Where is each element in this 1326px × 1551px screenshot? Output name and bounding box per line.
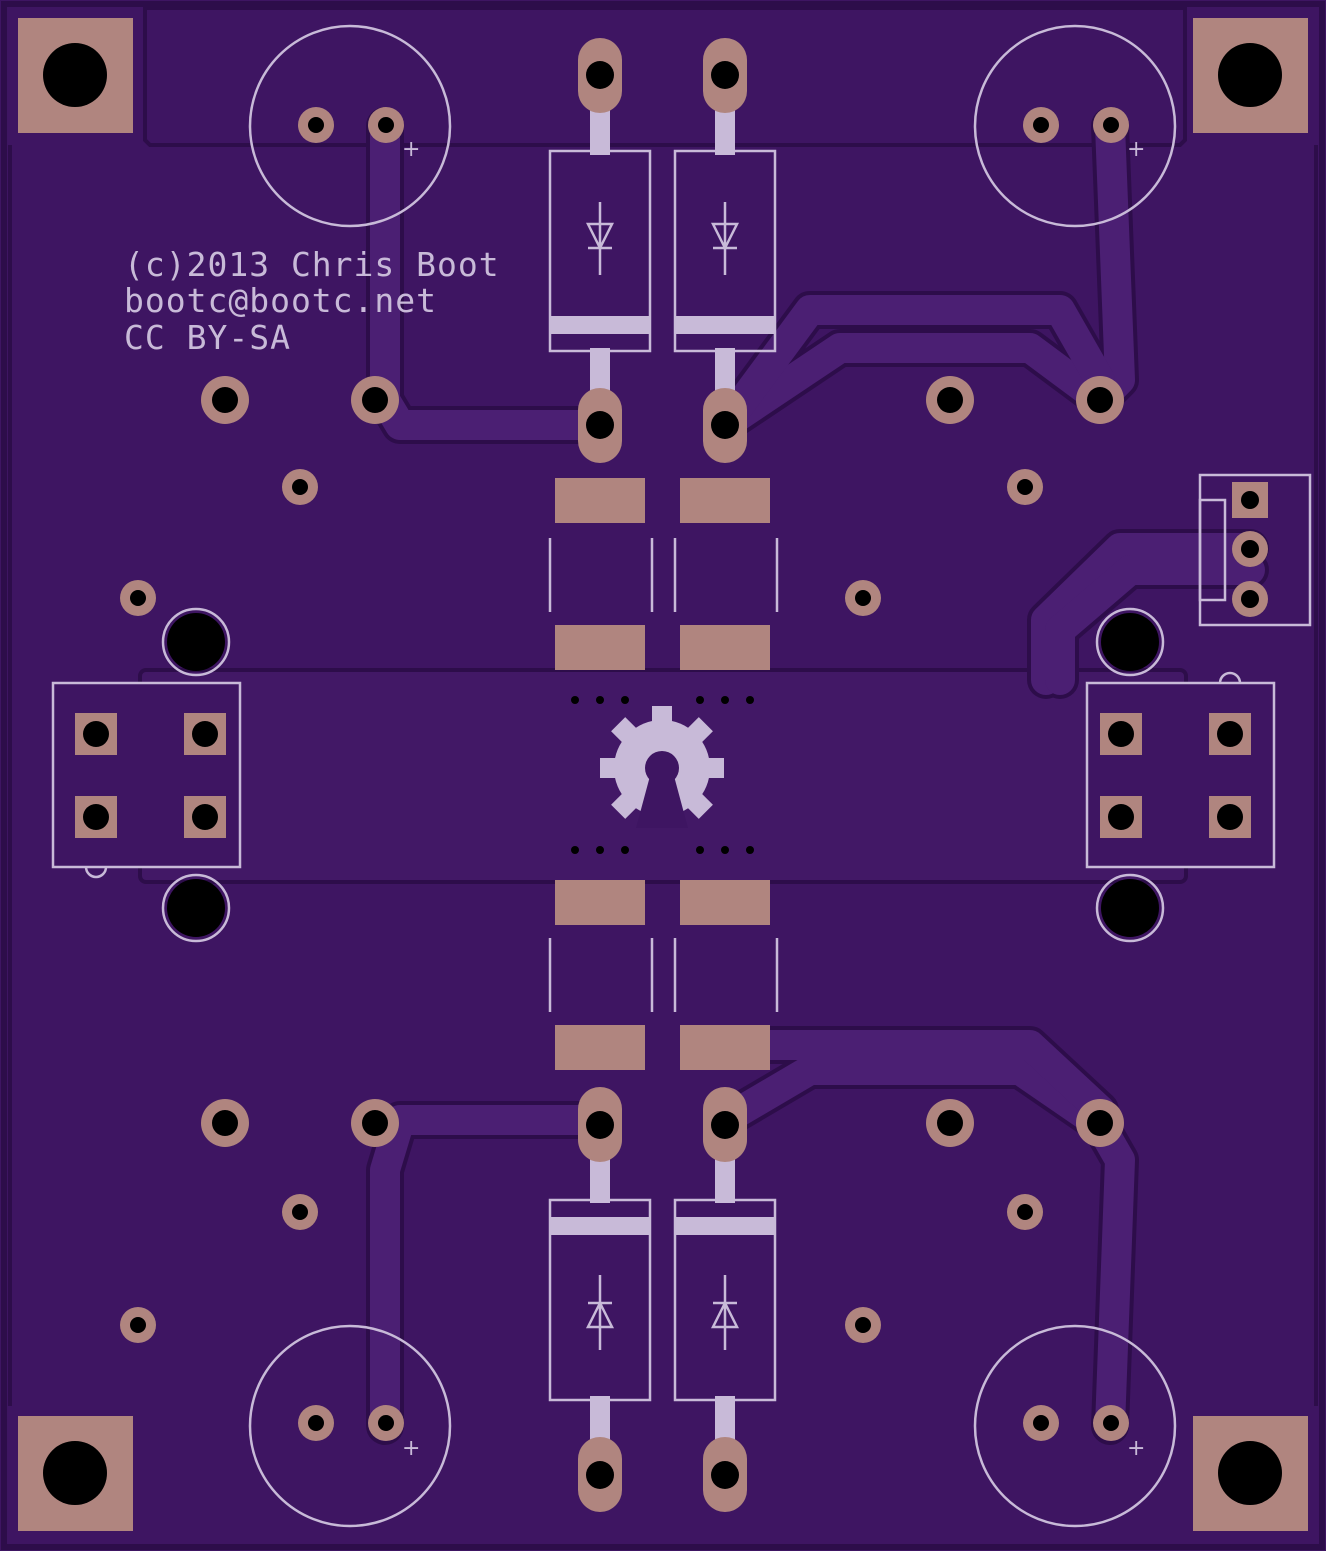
polarity-mark: +	[1127, 137, 1145, 162]
pad-small	[120, 580, 156, 616]
vias	[571, 696, 754, 854]
connector-mount-hole	[1095, 607, 1165, 677]
mounting-hole	[43, 43, 107, 107]
capacitors	[248, 24, 1177, 1528]
capacitor-outline	[248, 1324, 452, 1528]
pad-large	[201, 1099, 249, 1147]
connector-outline	[1085, 681, 1276, 869]
connector-outline	[51, 681, 242, 869]
diode-top-left	[548, 110, 652, 393]
smd-bottom-left	[548, 880, 654, 1070]
connector-mount-hole	[161, 607, 231, 677]
capacitor-polarity-marks: + + + +	[402, 137, 1145, 1461]
through-hole-pads	[120, 107, 1129, 1441]
pad-small	[1023, 1405, 1059, 1441]
copyright-line-2: bootc@bootc.net	[124, 281, 437, 320]
pad-small	[1007, 469, 1043, 505]
capacitor-outline	[973, 24, 1177, 228]
smd-bottom-right	[673, 880, 779, 1070]
pad-large	[351, 1099, 399, 1147]
diode-bottom-right	[673, 1158, 777, 1441]
connector-mount-hole	[1095, 873, 1165, 943]
copyright-line-3: CC BY-SA	[124, 318, 291, 357]
pad-small	[282, 469, 318, 505]
pad-large	[926, 1099, 974, 1147]
polarity-mark: +	[402, 1436, 420, 1461]
diode-bottom-left	[548, 1158, 652, 1441]
header-3pin	[1198, 473, 1312, 627]
smd-top-left	[548, 478, 654, 670]
smd-top-right	[673, 478, 779, 670]
pad-small	[298, 1405, 334, 1441]
mounting-holes	[18, 18, 1308, 1531]
mounting-hole	[43, 1441, 107, 1505]
polarity-mark: +	[402, 137, 420, 162]
capacitor-outline	[973, 1324, 1177, 1528]
oshw-logo-icon	[600, 706, 724, 828]
pad-small	[1093, 1405, 1129, 1441]
capacitor-outline	[248, 24, 452, 228]
connector-mount-hole	[161, 873, 231, 943]
pad-large	[201, 376, 249, 424]
pad-small	[368, 1405, 404, 1441]
diodes	[548, 110, 777, 1441]
diode-top-right	[673, 110, 777, 393]
pad-small	[1007, 1194, 1043, 1230]
pad-small	[298, 107, 334, 143]
smd-components	[548, 478, 779, 1070]
pad-small	[1093, 107, 1129, 143]
pad-large	[1076, 376, 1124, 424]
pad-small	[368, 107, 404, 143]
pad-small	[120, 1307, 156, 1343]
connector-right	[1085, 607, 1276, 943]
mounting-hole	[1218, 1441, 1282, 1505]
traces	[366, 107, 1269, 1445]
pad-small	[845, 580, 881, 616]
polarity-mark: +	[1127, 1436, 1145, 1461]
pad-small	[845, 1307, 881, 1343]
pad-small	[282, 1194, 318, 1230]
pad-small	[1023, 107, 1059, 143]
mounting-hole	[1218, 43, 1282, 107]
diode-pads	[578, 38, 747, 1512]
copyright-block: (c)2013 Chris Boot bootc@bootc.net CC BY…	[124, 245, 500, 357]
pad-large	[926, 376, 974, 424]
pad-large	[351, 376, 399, 424]
connector-left	[51, 607, 242, 943]
copyright-line-1: (c)2013 Chris Boot	[124, 245, 500, 284]
pad-large	[1076, 1099, 1124, 1147]
